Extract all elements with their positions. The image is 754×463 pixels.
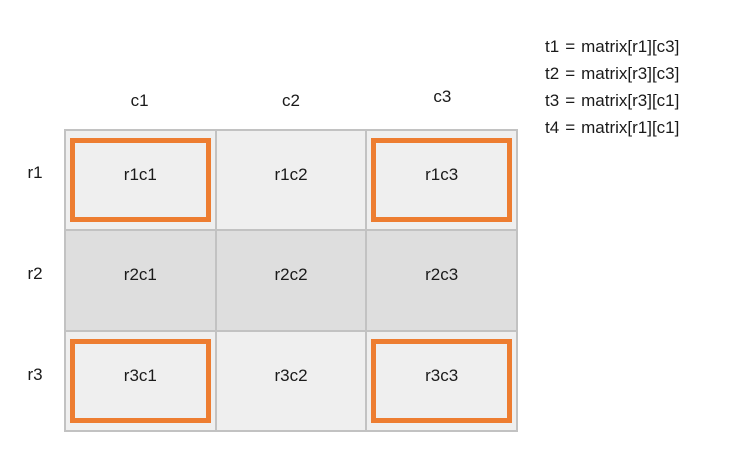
matrix-cell-r2c2: r2c2 bbox=[216, 231, 366, 330]
matrix-cell-r1c3: r1c3 bbox=[367, 131, 516, 230]
column-header-c1: c1 bbox=[130, 91, 149, 110]
matrix-cell-r1c1: r1c1 bbox=[66, 131, 215, 230]
assignment-t3: t3 = matrix[r3][c1] bbox=[545, 87, 679, 114]
matrix-cell-r3c2: r3c2 bbox=[216, 331, 366, 430]
assignment-expression: matrix[r1][c1] bbox=[581, 117, 680, 137]
assignment-target: t1 bbox=[545, 36, 560, 56]
assignment-t1: t1 = matrix[r1][c3] bbox=[545, 33, 679, 60]
equals-sign: = bbox=[565, 90, 576, 110]
assignment-target: t4 bbox=[545, 117, 560, 137]
matrix-cell-r3c1: r3c1 bbox=[66, 331, 215, 430]
equals-sign: = bbox=[565, 117, 576, 137]
equals-sign: = bbox=[565, 36, 576, 56]
cell-label: r3c2 bbox=[274, 365, 308, 385]
matrix-grid: r1c1 r1c2 r1c3 r2c1 r2c2 r2c3 r3c1 r3c2 … bbox=[64, 129, 518, 432]
cell-label: r3c1 bbox=[123, 365, 157, 385]
equals-sign: = bbox=[565, 63, 576, 83]
cell-label: r2c3 bbox=[425, 265, 459, 285]
row-header-r1: r1 bbox=[27, 162, 43, 182]
row-headers: r1 r2 r3 bbox=[14, 129, 56, 432]
cell-label: r1c2 bbox=[274, 165, 308, 185]
column-header-c3: c3 bbox=[433, 87, 452, 106]
column-header-c2: c2 bbox=[282, 91, 300, 110]
cell-label: r2c2 bbox=[274, 265, 308, 285]
assignment-expression: matrix[r1][c3] bbox=[581, 36, 680, 56]
column-headers: c1 c2 c3 bbox=[64, 87, 518, 111]
assignment-expression: matrix[r3][c3] bbox=[581, 63, 680, 83]
matrix-cell-r3c3: r3c3 bbox=[367, 331, 516, 430]
cell-label: r2c1 bbox=[123, 265, 157, 285]
assignment-t4: t4 = matrix[r1][c1] bbox=[545, 114, 679, 141]
cell-label: r1c1 bbox=[123, 165, 157, 185]
cell-label: r1c3 bbox=[425, 165, 459, 185]
row-header-r2: r2 bbox=[27, 263, 43, 283]
matrix-cell-r1c2: r1c2 bbox=[216, 131, 366, 230]
matrix-cell-r2c3: r2c3 bbox=[367, 231, 516, 330]
assignment-t2: t2 = matrix[r3][c3] bbox=[545, 60, 679, 87]
assignment-target: t3 bbox=[545, 90, 560, 110]
cell-label: r3c3 bbox=[425, 365, 459, 385]
assignment-target: t2 bbox=[545, 63, 560, 83]
row-header-r3: r3 bbox=[27, 364, 43, 384]
matrix-cell-r2c1: r2c1 bbox=[66, 231, 215, 330]
assignment-expression: matrix[r3][c1] bbox=[581, 90, 680, 110]
assignment-list: t1 = matrix[r1][c3] t2 = matrix[r3][c3] … bbox=[545, 33, 679, 141]
